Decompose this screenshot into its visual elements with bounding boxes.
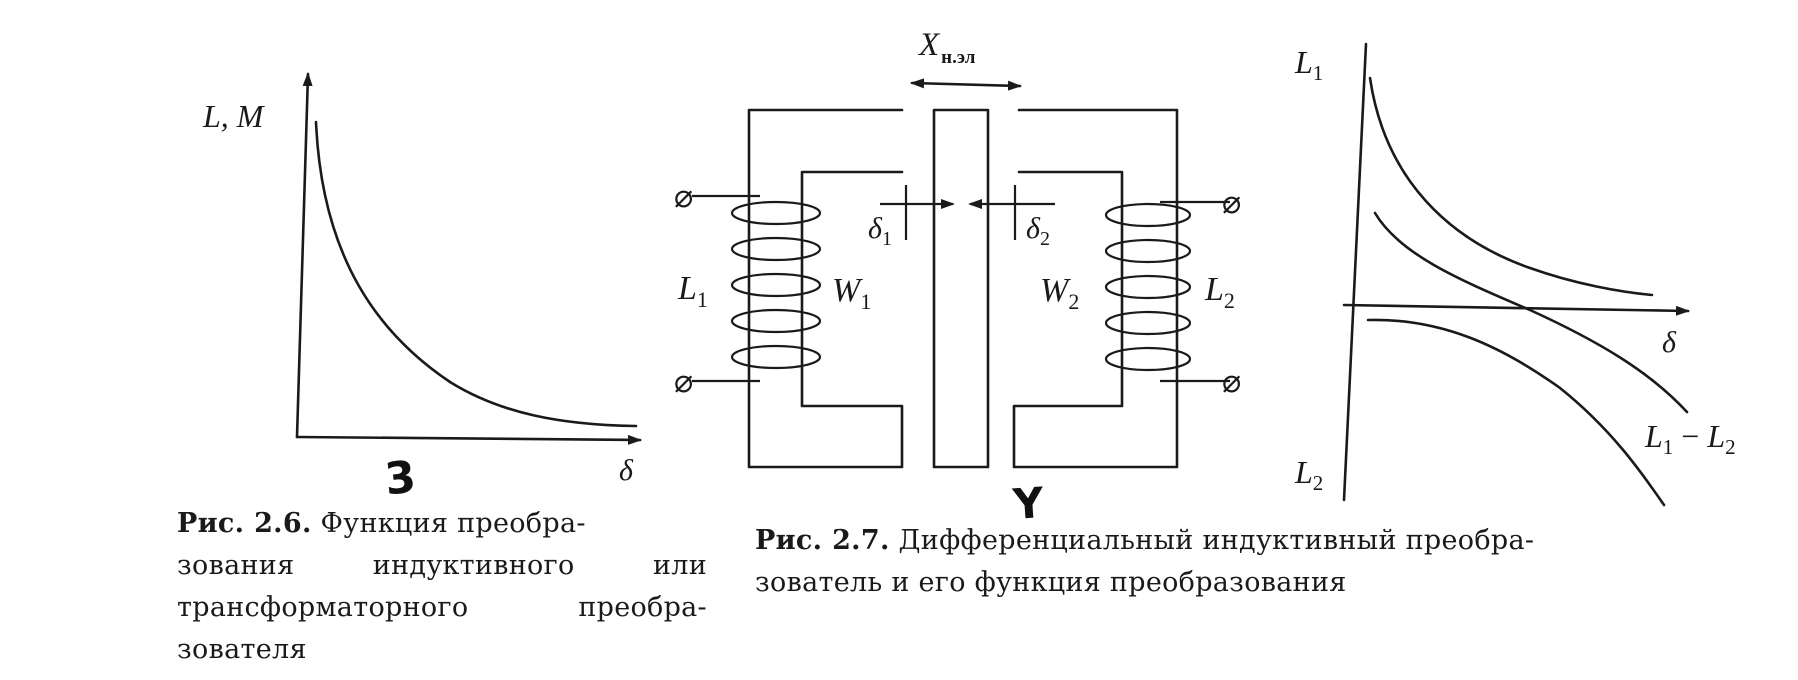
winding2-label: W2 [1040, 272, 1079, 314]
gap2-label: δ2 [1026, 212, 1050, 250]
diff-subscript-a: 1 [1663, 435, 1674, 459]
caption-2-6-word: преобра- [578, 592, 707, 623]
diff-minus: − [1673, 418, 1707, 454]
gap2-subscript: 2 [1040, 228, 1050, 250]
winding1-label: W1 [832, 272, 871, 314]
armature [932, 108, 990, 469]
coil2-subscript: 2 [1224, 288, 1235, 313]
caption-2-6-line-3: трансформаторного преобра- [177, 587, 707, 629]
caption-2-6-line-1-text: Функция преобра- [320, 508, 586, 539]
displacement-arrow [910, 78, 1022, 91]
right-bottom-subscript: 2 [1313, 471, 1324, 495]
right-top-subscript: 1 [1313, 61, 1324, 85]
left-coil-winding [730, 200, 822, 370]
displacement-symbol: X [917, 27, 941, 63]
coil1-label: L1 [677, 270, 708, 312]
coil2-label: L2 [1204, 271, 1235, 313]
caption-2-6-word: индуктивного [372, 550, 575, 581]
curve-L1 [1368, 76, 1654, 297]
coil2-symbol: L [1204, 271, 1224, 308]
gap1-label: δ1 [868, 212, 892, 250]
right-bottom-label: L2 [1294, 454, 1323, 495]
gap1-subscript: 1 [882, 228, 892, 250]
caption-2-6-word: или [652, 550, 707, 581]
left-y-axis [295, 72, 313, 439]
right-bottom-symbol: L [1294, 454, 1313, 490]
difference-curve-label: L1 − L2 [1644, 418, 1736, 459]
terminal-left-bottom: ⌀ [674, 362, 693, 400]
right-x-axis-label: δ [1662, 326, 1677, 359]
winding1-subscript: 1 [860, 289, 871, 314]
handwritten-mark-3: 3 [382, 452, 418, 506]
gap1-symbol: δ [868, 212, 883, 245]
displacement-subscript: н.эл [941, 47, 976, 68]
handwritten-mark-y: Y [1011, 478, 1046, 529]
caption-2-6-number: Рис. 2.6. [177, 508, 312, 539]
left-x-axis [295, 434, 642, 445]
caption-2-6-line-2: зования индуктивного или [177, 545, 707, 587]
terminal-right-bottom: ⌀ [1222, 362, 1241, 400]
caption-2-7-line-2: зователь и его функция преобразования [755, 567, 1347, 598]
left-magnetic-core [747, 108, 904, 469]
caption-2-7-line-1: Рис. 2.7. Дифференциальный индуктивный п… [755, 520, 1765, 562]
caption-2-7-line-1-text: Дифференциальный индуктивный преобра- [898, 525, 1535, 556]
terminal-left-top: ⌀ [674, 177, 693, 215]
coil1-subscript: 1 [697, 287, 708, 312]
caption-2-6-line-1: Рис. 2.6. Функция преобра- [177, 503, 707, 545]
right-graph: L1 L2 δ L1 − L2 [1294, 42, 1736, 507]
caption-figure-2-7: Рис. 2.7. Дифференциальный индуктивный п… [755, 520, 1765, 604]
right-top-symbol: L [1294, 44, 1313, 80]
left-x-axis-label: δ [619, 454, 634, 487]
curve-L2 [1366, 318, 1666, 507]
caption-2-7-number: Рис. 2.7. [755, 525, 890, 556]
curve-L1-minus-L2 [1373, 211, 1689, 414]
winding1-symbol: W [832, 272, 863, 309]
left-graph: L, M δ 3 [202, 72, 642, 506]
right-y-axis [1342, 42, 1368, 502]
right-coil-winding [1104, 202, 1192, 372]
caption-figure-2-6: Рис. 2.6. Функция преобра- зования индук… [177, 503, 707, 671]
caption-2-6-word: зования [177, 550, 295, 581]
right-top-label: L1 [1294, 44, 1323, 85]
left-conversion-curve [314, 120, 638, 428]
diff-symbol-b: L [1706, 418, 1725, 454]
caption-2-6-word: трансформаторного [177, 592, 469, 623]
diff-symbol-a: L [1644, 418, 1663, 454]
right-x-axis [1342, 303, 1690, 316]
diff-subscript-b: 2 [1725, 435, 1736, 459]
caption-2-6-line-4: зователя [177, 634, 307, 665]
coil1-symbol: L [677, 270, 697, 307]
left-y-axis-label: L, M [202, 98, 266, 134]
terminal-right-top: ⌀ [1222, 183, 1241, 221]
winding2-subscript: 2 [1068, 289, 1079, 314]
gap2-symbol: δ [1026, 212, 1041, 245]
winding2-symbol: W [1040, 272, 1071, 309]
right-magnetic-core [1012, 108, 1179, 469]
